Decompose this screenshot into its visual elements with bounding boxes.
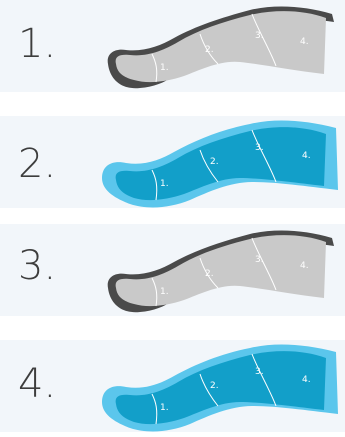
leg-illustration-deflated: 1. 2. 3. 4. (100, 224, 340, 316)
step-number: 4. (18, 364, 56, 404)
step-number: 1. (18, 24, 56, 64)
zone-label-3: 3. (255, 255, 264, 265)
zone-label-3: 3. (255, 143, 264, 153)
zone-label-3: 3. (255, 367, 264, 377)
step-panel-2: 2. 1. 2. 3. 4. (0, 116, 345, 208)
step-panel-1: 1. 1. 2. 3. 4. (0, 0, 345, 92)
zone-label-4: 4. (302, 151, 311, 161)
step-number: 3. (18, 246, 56, 286)
zone-label-4: 4. (300, 261, 309, 271)
zone-label-1: 1. (160, 403, 169, 413)
zone-label-4: 4. (300, 37, 309, 47)
zone-label-4: 4. (302, 375, 311, 385)
zone-label-2: 2. (205, 45, 214, 55)
zone-label-2: 2. (210, 157, 219, 167)
zone-label-1: 1. (160, 63, 169, 73)
zone-label-1: 1. (160, 287, 169, 297)
zone-label-2: 2. (205, 269, 214, 279)
leg-illustration-inflated: 1. 2. 3. 4. (100, 340, 340, 432)
leg-illustration-deflated: 1. 2. 3. 4. (100, 0, 340, 92)
leg-illustration-inflated: 1. 2. 3. 4. (100, 116, 340, 208)
step-panel-4: 4. 1. 2. 3. 4. (0, 340, 345, 432)
step-number: 2. (18, 144, 56, 184)
zone-label-3: 3. (255, 31, 264, 41)
zone-label-2: 2. (210, 381, 219, 391)
zone-label-1: 1. (160, 179, 169, 189)
step-panel-3: 3. 1. 2. 3. 4. (0, 224, 345, 316)
